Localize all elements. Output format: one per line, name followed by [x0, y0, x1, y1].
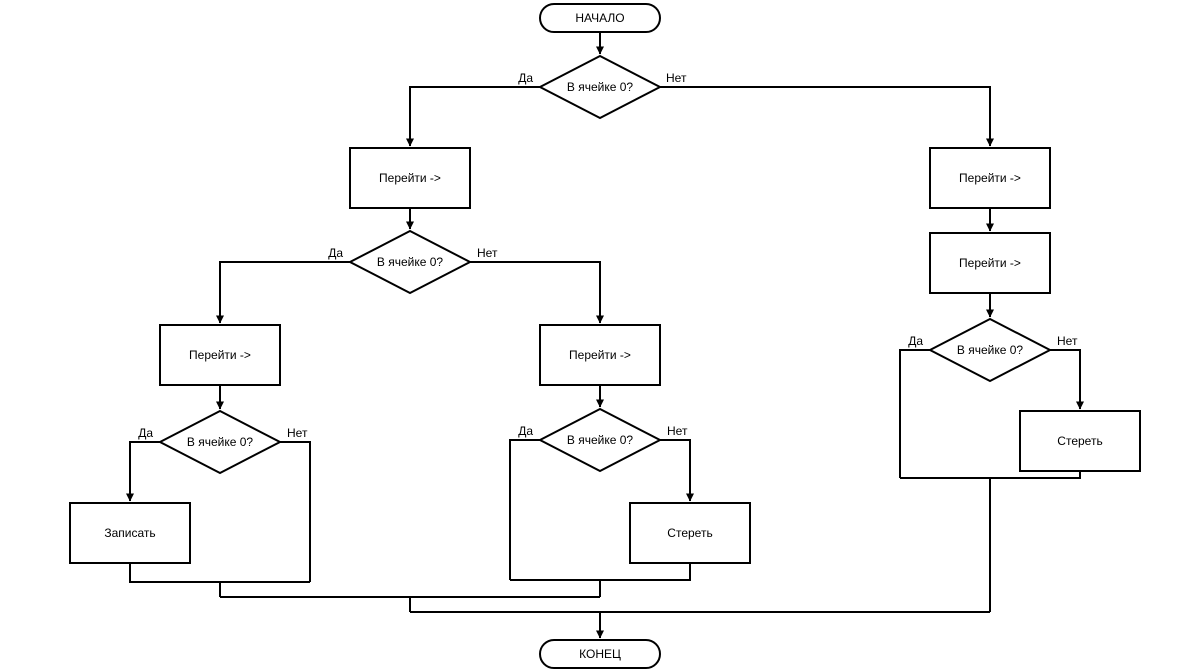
node-label-erase-mid: Стереть: [667, 526, 712, 540]
node-label-d5: В ячейке 0?: [957, 343, 1024, 357]
node-d2-decision: [347, 229, 473, 295]
node-move-right2-process: [929, 232, 1051, 294]
node-label-move-left2: Перейти ->: [189, 348, 251, 362]
node-erase-right-process: [1019, 410, 1141, 472]
edges-layer: [126, 32, 1084, 639]
node-start-terminator: [539, 3, 661, 33]
edge-d4-yes-down: [509, 439, 540, 580]
edge-label-d1-yes: Да: [518, 71, 533, 85]
node-move-mid-process: [539, 324, 661, 386]
node-move-left1-process: [349, 147, 471, 209]
edge-write-down: [129, 563, 310, 583]
node-label-end: КОНЕЦ: [579, 647, 621, 661]
node-label-move-left1: Перейти ->: [379, 171, 441, 185]
node-d1-decision: [537, 54, 663, 120]
node-end-terminator: [539, 639, 661, 669]
node-label-erase-right: Стереть: [1057, 434, 1102, 448]
node-move-right1-process: [929, 147, 1051, 209]
node-label-d4: В ячейке 0?: [567, 433, 634, 447]
node-label-move-right2: Перейти ->: [959, 256, 1021, 270]
edge-label-d5-yes: Да: [908, 334, 923, 348]
node-label-move-right1: Перейти ->: [959, 171, 1021, 185]
edge-label-d1-no: Нет: [666, 71, 687, 85]
edge-label-d2-yes: Да: [328, 246, 343, 260]
edge-erase-right-down: [900, 471, 1081, 479]
node-move-left2-process: [159, 324, 281, 386]
node-d3-decision: [157, 409, 283, 475]
node-d4-decision: [537, 407, 663, 473]
node-write-process: [69, 502, 191, 564]
edge-d5-yes-down: [899, 349, 930, 478]
edge-label-d5-no: Нет: [1057, 334, 1078, 348]
edge-d1-no-to-right1: [660, 86, 994, 147]
node-label-d1: В ячейке 0?: [567, 80, 634, 94]
edge-d3-no-down: [280, 441, 311, 582]
nodes-layer: НАЧАЛО В ячейке 0? Перейти -> Перейти -> Пер…: [69, 3, 1141, 669]
node-erase-mid-process: [629, 502, 751, 564]
node-label-d2: В ячейке 0?: [377, 255, 444, 269]
edge-d5-no-to-erase: [1050, 349, 1084, 410]
edge-label-d3-yes: Да: [138, 426, 153, 440]
edge-d4-no-to-erase: [660, 439, 694, 502]
edge-label-d4-yes: Да: [518, 424, 533, 438]
edge-d2-no-to-mid: [470, 261, 604, 324]
edge-label-d3-no: Нет: [287, 426, 308, 440]
node-label-move-mid: Перейти ->: [569, 348, 631, 362]
node-label-write: Записать: [104, 526, 155, 540]
edge-erase-mid-down: [510, 563, 691, 581]
node-label-start: НАЧАЛО: [575, 11, 624, 25]
node-label-d3: В ячейке 0?: [187, 435, 254, 449]
edge-d3-yes-to-write: [126, 441, 160, 502]
edge-d2-yes-to-left2: [216, 261, 350, 324]
edge-label-d4-no: Нет: [667, 424, 688, 438]
edge-label-d2-no: Нет: [477, 246, 498, 260]
edge-d1-yes-to-left1: [406, 86, 540, 147]
node-d5-decision: [927, 317, 1053, 383]
